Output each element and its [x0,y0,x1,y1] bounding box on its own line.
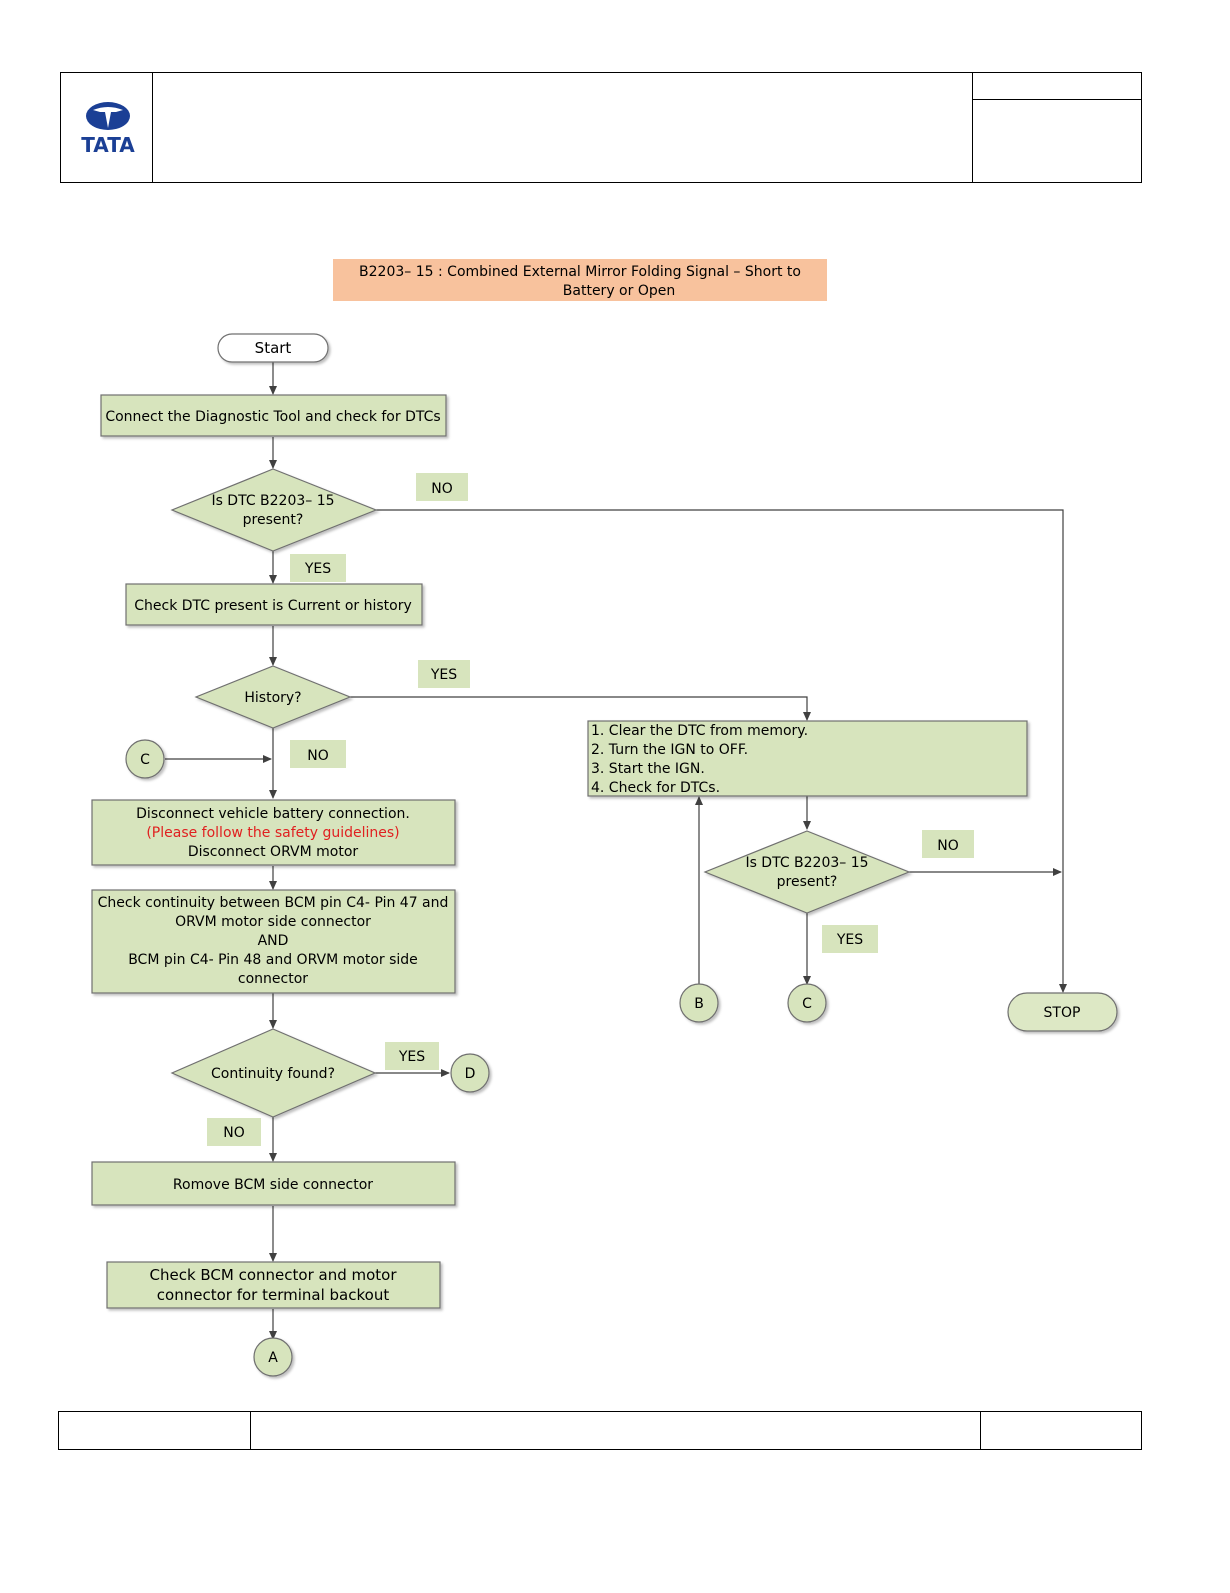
connector-c-out-label: C [802,996,812,1012]
label-no-continuity: NO [223,1125,245,1141]
label-no-continuity-box [207,1118,261,1146]
continuity-line-2: ORVM motor side connector [175,914,371,930]
clear-step-2: 2. Turn the IGN to OFF. [591,742,748,758]
tata-logo-text: TATA [81,133,135,157]
continuity-line-1: Check continuity between BCM pin C4- Pin… [98,895,449,911]
decision-dtc-present-2-line2: present? [777,874,838,890]
step-disconnect-line2: Disconnect ORVM motor [188,844,359,860]
decision-continuity-label: Continuity found? [211,1066,335,1082]
label-no-1-box [416,473,468,501]
label-no-history-box [290,740,346,768]
step-check-current [125,583,423,626]
step-clear-dtc [587,720,1028,797]
start-label: Start [255,339,292,357]
stop-label: STOP [1044,1005,1081,1021]
step-check-backout-line2: connector for terminal backout [157,1286,390,1304]
label-yes-history: YES [430,667,457,683]
step-disconnect-warning: (Please follow the safety guidelines) [146,825,399,841]
decision-dtc-present-2 [703,830,911,914]
label-no-2: NO [937,838,959,854]
step-connect-tool [100,394,447,437]
step-check-current-label: Check DTC present is Current or history [134,598,412,614]
label-yes-history-box [418,660,470,688]
label-yes-1: YES [304,561,331,577]
continuity-line-4: BCM pin C4- Pin 48 and ORVM motor side [128,952,418,968]
decision-history-label: History? [244,690,301,706]
footer-left-cell [58,1411,251,1450]
label-yes-continuity: YES [398,1049,425,1065]
label-no-1: NO [431,481,453,497]
decision-continuity [170,1028,377,1118]
label-no-history: NO [307,748,329,764]
connector-a [253,1337,293,1377]
clear-step-1: 1. Clear the DTC from memory. [591,723,808,739]
continuity-line-5: connector [238,971,308,987]
label-yes-1-box [290,554,346,582]
step-disconnect-battery [91,799,456,866]
start-terminal [217,333,329,363]
connector-lines [165,362,1067,1340]
connector-b-label: B [694,996,704,1012]
label-no-2-box [922,830,974,858]
decision-dtc-present-2-line1: Is DTC B2203– 15 [745,855,868,871]
connector-c-in [125,739,165,779]
decision-history [194,665,352,729]
tata-logo: TATA [81,102,135,157]
label-yes-2-box [822,925,878,953]
continuity-line-3: AND [258,933,289,949]
decision-dtc-present-line1: Is DTC B2203– 15 [211,493,334,509]
connector-a-label: A [268,1350,278,1366]
label-yes-continuity-box [385,1042,439,1070]
step-remove-bcm [91,1161,456,1206]
label-yes-2: YES [836,932,863,948]
step-check-backout [106,1261,441,1309]
clear-step-3: 3. Start the IGN. [591,761,705,777]
title-line-2: Battery or Open [563,283,675,299]
step-check-continuity [91,889,456,994]
connector-c-in-label: C [140,752,150,768]
step-connect-tool-label: Connect the Diagnostic Tool and check fo… [105,409,440,425]
clear-step-4: 4. Check for DTCs. [591,780,720,796]
connector-d-label: D [465,1066,476,1082]
step-remove-bcm-label: Romove BCM side connector [173,1177,373,1193]
connector-c-out [787,983,827,1023]
title-line-1: B2203– 15 : Combined External Mirror Fol… [359,264,801,280]
step-disconnect-line1: Disconnect vehicle battery connection. [136,806,410,822]
header-frame [60,72,1142,183]
stop-terminal [1007,992,1118,1032]
step-check-backout-line1: Check BCM connector and motor [149,1266,397,1284]
decision-dtc-present-line2: present? [243,512,304,528]
title-banner [333,259,827,301]
header-right-bottom-cell [972,99,1142,183]
footer-right-cell [980,1411,1142,1450]
connector-d [450,1053,490,1093]
connector-b [679,983,719,1023]
decision-dtc-present [170,468,378,552]
